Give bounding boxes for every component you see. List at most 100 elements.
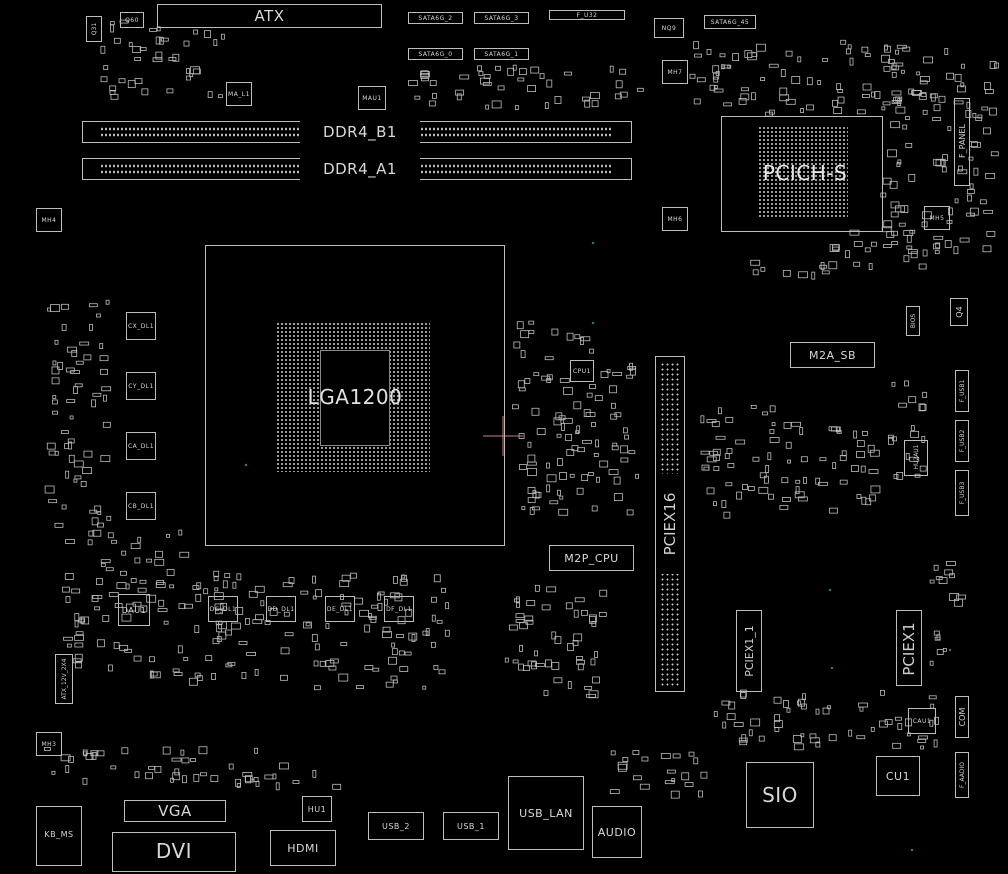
- passive-component-789: [917, 738, 927, 743]
- passive-component-924: [253, 777, 259, 782]
- passive-component-57: [414, 95, 421, 100]
- passive-component-822: [85, 753, 94, 760]
- passive-component-301: [101, 386, 112, 392]
- passive-component-690: [752, 456, 760, 462]
- passive-component-100: [884, 44, 888, 51]
- passive-component-548: [544, 356, 554, 361]
- via-3: [830, 666, 834, 670]
- passive-component-826: [174, 768, 180, 776]
- passive-component-135: [864, 53, 871, 58]
- passive-component-229: [973, 167, 979, 176]
- f-aadio-header: [955, 752, 969, 798]
- bios-chip: [906, 306, 920, 336]
- passive-component-411: [356, 685, 364, 689]
- passive-component-739: [794, 491, 805, 499]
- passive-component-845: [609, 789, 620, 794]
- passive-component-427: [194, 625, 200, 633]
- passive-component-698: [758, 486, 769, 494]
- passive-component-562: [561, 422, 565, 431]
- passive-component-782: [858, 702, 869, 708]
- f-u32-label: F_U32: [576, 11, 598, 19]
- passive-component-496: [216, 624, 222, 633]
- passive-component-534: [576, 425, 581, 434]
- passive-component-432: [430, 641, 436, 648]
- sata-0-header: [408, 48, 463, 60]
- passive-component-75: [459, 74, 470, 80]
- passive-component-502: [313, 685, 321, 691]
- passive-component-168: [954, 198, 959, 204]
- passive-component-750: [879, 720, 888, 728]
- passive-component-883: [820, 262, 825, 270]
- passive-component-564: [576, 487, 584, 495]
- passive-component-565: [588, 472, 594, 476]
- f-usb1-header: [955, 370, 969, 412]
- passive-component-707: [856, 494, 862, 499]
- passive-component-915: [942, 647, 947, 652]
- passive-component-593: [563, 386, 573, 395]
- passive-component-426: [284, 632, 294, 637]
- passive-component-582: [613, 476, 621, 485]
- passive-component-208: [969, 183, 974, 190]
- passive-component-666: [750, 404, 757, 409]
- passive-component-258: [74, 475, 82, 480]
- passive-component-528: [626, 509, 634, 516]
- passive-component-869: [828, 261, 838, 270]
- atx-label: ATX: [254, 7, 285, 25]
- passive-component-454: [371, 604, 378, 609]
- passive-component-619: [531, 661, 537, 670]
- passive-component-13: [156, 26, 161, 32]
- passive-component-790: [802, 693, 806, 701]
- passive-component-763: [722, 721, 727, 729]
- passive-component-744: [822, 707, 830, 715]
- passive-component-606: [629, 362, 633, 371]
- passive-component-184: [882, 101, 891, 106]
- passive-component-291: [75, 360, 84, 365]
- dau1-chip: [118, 594, 150, 626]
- passive-component-270: [61, 324, 67, 331]
- passive-component-471: [189, 677, 198, 686]
- passive-component-243: [896, 162, 901, 167]
- passive-component-882: [782, 269, 791, 277]
- passive-component-0: [113, 37, 121, 44]
- passive-component-204: [944, 240, 952, 248]
- passive-component-727: [839, 479, 848, 485]
- passive-component-867: [870, 241, 877, 247]
- via-1: [591, 321, 595, 325]
- passive-component-645: [594, 651, 599, 658]
- passive-component-663: [519, 644, 523, 652]
- passive-component-691: [769, 437, 780, 443]
- passive-component-640: [584, 685, 593, 690]
- passive-component-274: [60, 430, 69, 434]
- passive-component-742: [829, 507, 838, 514]
- passive-component-363: [172, 668, 180, 673]
- passive-component-871: [864, 247, 871, 253]
- passive-component-386: [178, 529, 183, 536]
- passive-component-591: [635, 473, 639, 479]
- passive-component-183: [922, 109, 928, 115]
- passive-component-337: [119, 644, 129, 651]
- passive-component-314: [80, 481, 87, 487]
- passive-component-262: [94, 505, 102, 513]
- passive-component-807: [180, 749, 185, 756]
- passive-component-884: [750, 259, 761, 266]
- passive-component-50: [477, 65, 482, 72]
- passive-component-131: [944, 48, 949, 55]
- passive-component-196: [882, 177, 892, 185]
- passive-component-452: [248, 590, 258, 598]
- com-header: [955, 696, 969, 738]
- passive-component-74: [507, 67, 515, 76]
- passive-component-463: [431, 596, 437, 603]
- passive-component-501: [312, 575, 316, 584]
- passive-component-508: [196, 675, 203, 681]
- m2a-sb-slot: [790, 342, 875, 368]
- passive-component-155: [719, 53, 726, 58]
- usb-lan-port: [508, 776, 584, 850]
- passive-component-244: [891, 90, 902, 96]
- passive-component-182: [958, 165, 963, 172]
- passive-component-29: [204, 30, 211, 39]
- passive-component-162: [893, 96, 901, 103]
- passive-component-841: [633, 775, 642, 781]
- passive-component-803: [170, 777, 174, 783]
- passive-component-381: [113, 641, 120, 649]
- passive-component-228: [880, 192, 887, 198]
